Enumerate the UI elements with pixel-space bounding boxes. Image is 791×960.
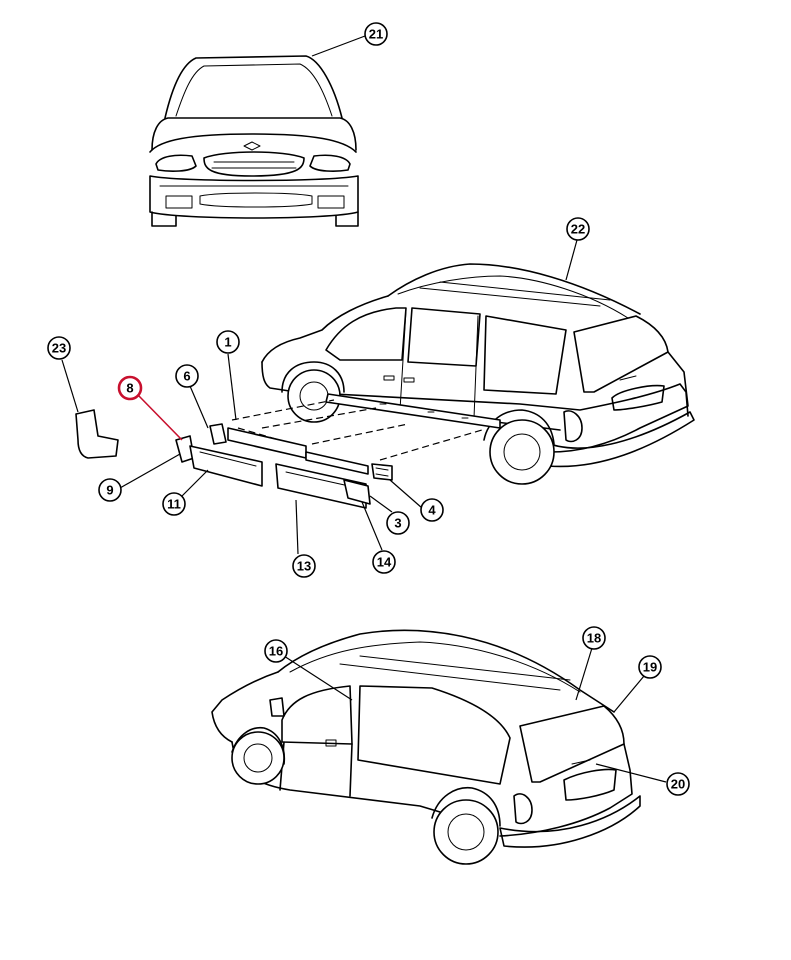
svg-text:1: 1 <box>224 335 231 350</box>
callout-20[interactable]: 20 <box>666 772 690 796</box>
svg-text:9: 9 <box>106 483 113 498</box>
svg-text:22: 22 <box>571 222 585 237</box>
explode-lines <box>231 399 483 461</box>
side-view-van <box>261 263 695 485</box>
callout-6[interactable]: 6 <box>175 364 199 388</box>
svg-text:19: 19 <box>643 660 657 675</box>
leader-lines <box>61 35 667 783</box>
svg-text:18: 18 <box>587 631 601 646</box>
exploded-parts <box>175 423 393 509</box>
svg-text:20: 20 <box>671 777 685 792</box>
callout-3[interactable]: 3 <box>386 511 410 535</box>
svg-text:8: 8 <box>126 381 133 396</box>
svg-text:14: 14 <box>377 555 392 570</box>
svg-text:4: 4 <box>428 503 436 518</box>
callout-8-highlighted[interactable]: 8 <box>117 375 183 441</box>
callout-22[interactable]: 22 <box>566 217 590 241</box>
callout-4[interactable]: 4 <box>420 498 444 522</box>
svg-text:16: 16 <box>269 644 283 659</box>
callout-1[interactable]: 1 <box>216 330 240 354</box>
callout-21[interactable]: 21 <box>364 22 388 46</box>
callout-18[interactable]: 18 <box>582 626 606 650</box>
callout-14[interactable]: 14 <box>372 550 396 574</box>
rear-view-van <box>211 629 641 865</box>
svg-text:11: 11 <box>167 497 181 512</box>
mud-flap-part <box>75 409 119 459</box>
callout-13[interactable]: 13 <box>292 554 316 578</box>
svg-text:3: 3 <box>394 516 401 531</box>
svg-text:23: 23 <box>52 341 66 356</box>
svg-text:21: 21 <box>369 27 383 42</box>
svg-text:6: 6 <box>183 369 190 384</box>
callout-23[interactable]: 23 <box>47 336 71 360</box>
callout-19[interactable]: 19 <box>638 655 662 679</box>
callout-16[interactable]: 16 <box>264 639 288 663</box>
callout-9[interactable]: 9 <box>98 478 122 502</box>
callout-11[interactable]: 11 <box>162 492 186 516</box>
svg-text:13: 13 <box>297 559 311 574</box>
front-view-van <box>149 55 359 227</box>
